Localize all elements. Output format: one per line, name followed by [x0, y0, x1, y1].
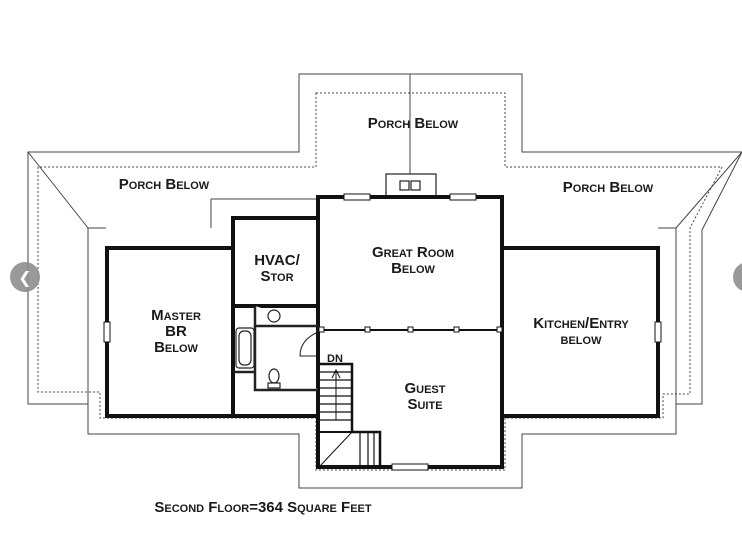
- kitchen-label-line2: below: [561, 331, 603, 348]
- great-room-label-line1: Great Room: [372, 244, 454, 261]
- hvac-label-line1: HVAC/: [254, 252, 300, 269]
- chimney: [385, 173, 437, 197]
- bathroom: [233, 306, 318, 392]
- master-label-line2: BR: [165, 323, 187, 340]
- guest-suite-label-line1: Guest: [404, 380, 445, 397]
- chevron-left-icon: ❮: [18, 267, 32, 287]
- stairs-dn-label: DN: [327, 353, 343, 365]
- door-swing: [299, 331, 319, 357]
- kitchen-label-line1: Kitchen/Entry: [533, 315, 629, 332]
- toilet: [268, 368, 280, 384]
- sink: [267, 309, 281, 323]
- floor-area-caption: Second Floor=364 Square Feet: [154, 499, 372, 516]
- great-room-label-line2: Below: [391, 260, 435, 277]
- rail-posts: [318, 326, 503, 333]
- porch-left-label: Porch Below: [119, 176, 210, 193]
- guest-suite-label-line2: Suite: [407, 396, 442, 413]
- hvac-label-line2: Stor: [260, 268, 293, 285]
- porch-right-label: Porch Below: [563, 179, 654, 196]
- master-label-line3: Below: [154, 339, 198, 356]
- roof-outline: [27, 73, 742, 489]
- porch-top-label: Porch Below: [368, 115, 459, 132]
- master-label-line1: Master: [151, 307, 201, 324]
- stairs: [319, 362, 382, 467]
- prev-image-button[interactable]: ❮: [10, 262, 40, 292]
- windows: [103, 193, 662, 471]
